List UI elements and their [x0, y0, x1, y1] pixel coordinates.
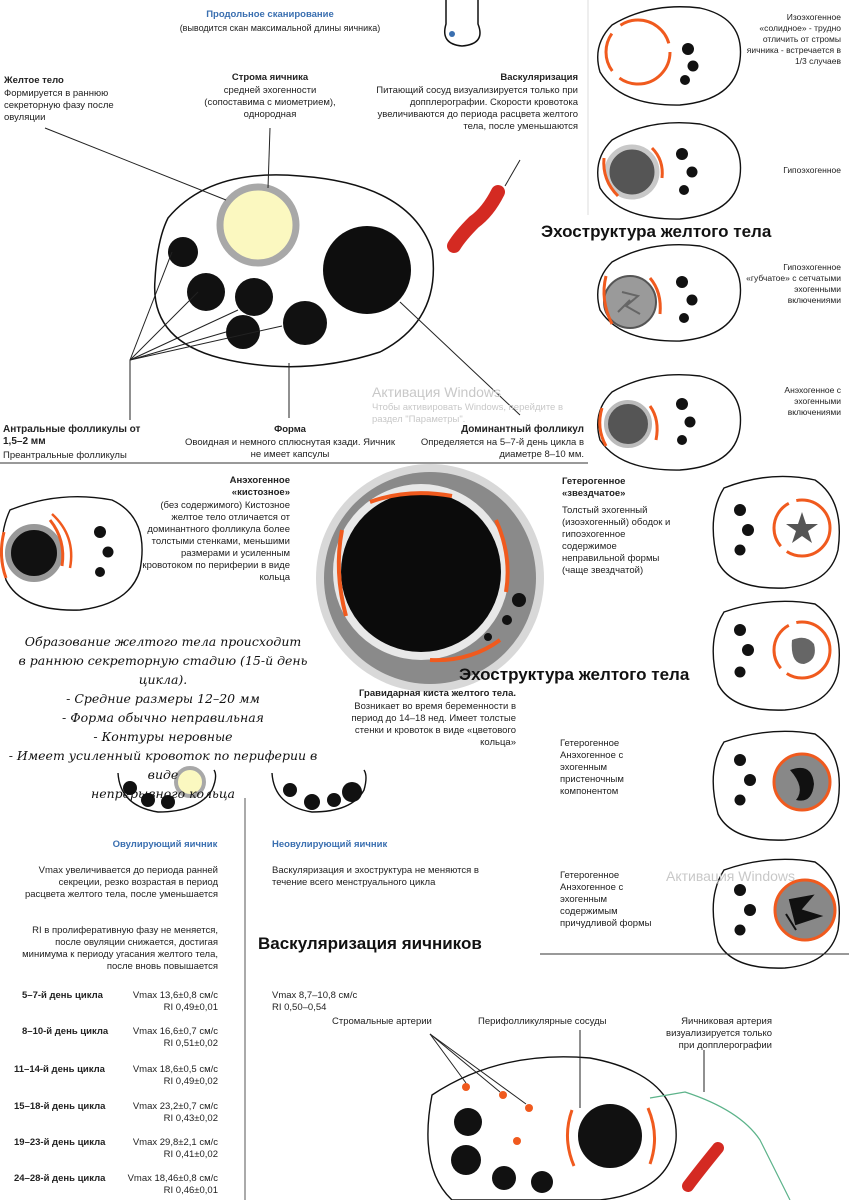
watermark-line: раздел "Параметры". — [372, 414, 466, 425]
corpus-parietal-diagram — [712, 730, 840, 841]
heterogeneous-parietal-label: Гетерогенное Анэхогенное с эхогенным при… — [560, 738, 624, 797]
vascularization-title: Васкуляризация — [500, 72, 578, 83]
nonovulating-ri: RI 0,50–0,54 — [272, 1002, 327, 1013]
corpus-luteum-title: Желтое тело — [4, 75, 64, 86]
nonovulating-text: Васкуляризация и эхоструктура не меняютс… — [272, 865, 479, 888]
note-line: - Форма обычно неправильная — [62, 710, 264, 725]
watermark-title: Активация Windows — [372, 384, 502, 400]
gravid-cyst-title: Гравидарная киста желтого тела. — [359, 688, 516, 699]
vascularization-text: Питающий сосуд визуализируется только пр… — [376, 85, 578, 132]
cycle-ri: RI 0,49±0,01 — [163, 1002, 218, 1013]
echostructure-heading: Эхоструктура желтого тела — [541, 222, 772, 241]
stromal-arteries-label: Стромальные артерии — [332, 1016, 432, 1027]
cycle-vmax: Vmax 29,8±2,1 см/с — [132, 1137, 218, 1148]
corpus-solid-diagram — [597, 6, 742, 106]
antral-follicles-title: Антральные фолликулы от 1,5–2 мм — [3, 424, 141, 447]
vessel-leaders — [429, 1030, 705, 1108]
stroma-text: средней эхогенности (сопоставима с миоме… — [204, 85, 336, 120]
follicle-shape — [226, 315, 260, 349]
cycle-vmax: Vmax 18,6±0,5 см/с — [132, 1064, 218, 1075]
heterogeneous-bizarre-label: Гетерогенное Анэхогенное с эхогенным сод… — [560, 870, 652, 929]
watermark-title: Активация Windows — [666, 868, 796, 884]
shape-text: Овоидная и немного сплюснутая кзади. Яич… — [185, 437, 395, 460]
probe-dot — [449, 31, 455, 37]
follicle-shape — [187, 273, 225, 311]
small-ovary-nonovulating — [271, 769, 367, 813]
cycle-vmax: Vmax 18,46±0,8 см/с — [127, 1173, 218, 1184]
note-line: в раннюю секреторную стадию (15-й день ц… — [18, 653, 308, 687]
solid-label: Изоэхогенное «солидное» - трудно отличит… — [746, 12, 841, 66]
anechoic-inclusions-label: Анэхогенное с эхогенными включениями — [784, 385, 841, 417]
watermark-line: Чтобы активировать Windows, перейдите в — [372, 402, 564, 413]
corpus-luteum-text: Формируется в раннюю секреторную фазу по… — [4, 88, 114, 123]
dominant-follicle-text: Определяется на 5–7-й день цикла в диаме… — [420, 437, 584, 460]
corpus-hypoechoic-diagram — [597, 122, 742, 220]
note-line: - Имеет усиленный кровоток по периферии … — [8, 748, 318, 782]
hypoechoic-label: Гипоэхогенное — [783, 165, 841, 175]
nonovulating-vmax: Vmax 8,7–10,8 см/с — [272, 990, 358, 1001]
corpus-irregular-diagram — [712, 600, 840, 711]
dominant-follicle-shape — [323, 226, 411, 314]
corpus-bizarre-diagram — [712, 858, 840, 969]
corpus-luteum-shape — [216, 183, 300, 267]
cycle-day: 5–7-й день цикла — [22, 990, 103, 1001]
vmax-text: Vmax увеличивается до периода ранней сек… — [24, 865, 218, 900]
dominant-follicle-title: Доминантный фолликул — [461, 424, 584, 435]
vessel-shape — [447, 185, 505, 253]
cycle-vmax: Vmax 23,2±0,7 см/с — [132, 1101, 218, 1112]
follicle-shape — [168, 237, 198, 267]
corpus-cystic-diagram — [0, 495, 143, 611]
note-line: - Контуры неровные — [93, 729, 233, 744]
cystic-title: Анэхогенное «кистозное» — [229, 475, 290, 498]
cycle-day: 19–23-й день цикла — [14, 1137, 106, 1148]
cycle-vmax: Vmax 16,6±0,7 см/с — [132, 1026, 218, 1037]
gravid-cyst-text: Возникает во время беременности в период… — [351, 701, 516, 748]
vascularization-heading: Васкуляризация яичников — [258, 934, 482, 953]
cycle-day: 15–18-й день цикла — [14, 1101, 106, 1112]
vascular-ovary-diagram — [427, 1056, 791, 1200]
handwritten-note: Образование желтого тела происходит в ра… — [8, 632, 318, 803]
cystic-text: (без содержимого) Кистозное желтое тело … — [142, 500, 290, 583]
cycle-ri: RI 0,51±0,02 — [163, 1038, 218, 1049]
spongy-label: Гипоэхогенное «губчатое» с сетчатыми эхо… — [746, 262, 841, 305]
cycle-vmax: Vmax 13,6±0,8 см/с — [132, 990, 218, 1001]
perifollicular-label: Перифолликулярные сосуды — [478, 1016, 607, 1027]
ovarian-artery-label: Яичниковая артерия визуализируется тольк… — [666, 1016, 772, 1051]
corpus-star-diagram — [712, 475, 841, 589]
cycle-day: 8–10-й день цикла — [22, 1026, 109, 1037]
note-line: непрерывного кольца — [90, 786, 236, 801]
cycle-ri: RI 0,41±0,02 — [163, 1149, 218, 1160]
ovulating-title: Овулирующий яичник — [112, 839, 218, 850]
preantral-text: Преантральные фолликулы — [3, 450, 127, 461]
header-subtitle: (выводится скан максимальной длины яични… — [179, 23, 381, 33]
leader-lines — [44, 127, 521, 420]
corpus-anechoic-diagram — [597, 374, 742, 471]
cycle-day: 24–28-й день цикла — [14, 1173, 106, 1184]
header-title: Продольное сканирование — [206, 9, 334, 20]
echostructure-heading-2: Эхоструктура желтого тела — [459, 665, 690, 684]
cycle-day: 11–14-й день цикла — [14, 1064, 105, 1075]
follicle-shape — [283, 301, 327, 345]
cycle-ri: RI 0,49±0,02 — [163, 1076, 218, 1087]
cycle-ri: RI 0,43±0,02 — [163, 1113, 218, 1124]
main-ovary — [153, 174, 435, 368]
shape-title: Форма — [274, 424, 306, 435]
note-line: - Средние размеры 12–20 мм — [66, 691, 260, 706]
star-title: Гетерогенное «звездчатое» — [562, 476, 626, 499]
ri-text: RI в пролиферативную фазу не меняется, п… — [22, 925, 218, 972]
cycle-ri: RI 0,46±0,01 — [163, 1185, 218, 1196]
star-text: Толстый эхогенный (изоэхогенный) ободок … — [562, 505, 671, 576]
probe-icon — [444, 0, 481, 47]
stroma-title: Строма яичника — [231, 72, 309, 83]
corpus-spongy-diagram — [597, 244, 742, 342]
follicle-shape — [235, 278, 273, 316]
small-ovary-ovulating — [117, 766, 217, 813]
note-line: Образование желтого тела происходит — [24, 634, 302, 649]
gravid-cyst-diagram — [316, 464, 544, 692]
nonovulating-title: Неовулирующий яичник — [272, 839, 388, 850]
